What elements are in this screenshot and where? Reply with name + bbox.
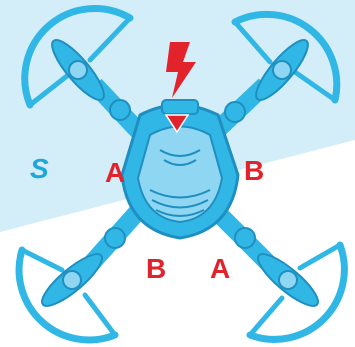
propeller-rear-left (36, 247, 108, 313)
s-logo-icon: S (30, 153, 49, 184)
motor-label-rear-left: B (146, 253, 166, 284)
motor-label-front-right: B (244, 155, 264, 186)
propeller-rear-right (252, 247, 324, 313)
motor-label-rear-right: A (210, 253, 230, 284)
motor-label-front-left: A (105, 157, 125, 188)
logo-text: S (30, 153, 49, 184)
